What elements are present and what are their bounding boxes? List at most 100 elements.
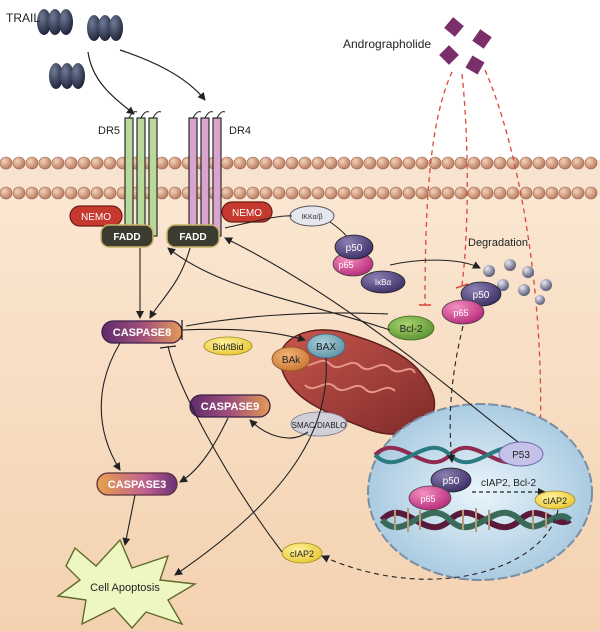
membrane-inner-head	[363, 186, 377, 200]
membrane-inner-head	[77, 186, 91, 200]
membrane-outer-head	[441, 156, 455, 170]
membrane-inner-head	[0, 186, 13, 200]
membrane-outer-head	[558, 156, 572, 170]
membrane-inner-head	[298, 186, 312, 200]
p50-label-1: p50	[346, 243, 363, 254]
membrane-outer-head	[233, 156, 247, 170]
bak-label: BAk	[282, 355, 301, 366]
membrane-inner-head	[246, 186, 260, 200]
membrane-inner-head	[155, 186, 169, 200]
andrographolide-label: Andrographolide	[343, 37, 431, 51]
p53-protein	[498, 441, 544, 467]
membrane-outer-head	[376, 156, 390, 170]
bax-label: BAX	[316, 342, 336, 353]
membrane-outer-head	[389, 156, 403, 170]
target-genes-label: cIAP2, Bcl-2	[481, 478, 536, 489]
membrane-outer-head	[350, 156, 364, 170]
membrane-inner-head	[233, 186, 247, 200]
membrane-inner-head	[532, 186, 546, 200]
ciap2-nuclear-label: cIAP2	[543, 496, 567, 506]
trail-ligand-icon	[37, 9, 123, 89]
membrane-inner-head	[415, 186, 429, 200]
membrane-inner-head	[285, 186, 299, 200]
ciap2-cytoplasm-label: cIAP2	[290, 549, 314, 559]
membrane-inner-head	[350, 186, 364, 200]
membrane-inner-head	[584, 186, 598, 200]
membrane-inner-head	[454, 186, 468, 200]
membrane-inner-head	[376, 186, 390, 200]
membrane-inner-head	[493, 186, 507, 200]
andrographolide-effect-lines	[424, 69, 545, 441]
bid-label: Bid/tBid	[212, 342, 243, 352]
membrane-outer-head	[168, 156, 182, 170]
membrane-outer-head	[285, 156, 299, 170]
membrane-inner-head	[64, 186, 78, 200]
bcl2-protein	[387, 315, 435, 341]
membrane-inner-head	[402, 186, 416, 200]
membrane-inner-head	[311, 186, 325, 200]
caspase9	[189, 394, 271, 418]
smac-protein	[290, 411, 348, 437]
fadd-left	[100, 224, 154, 248]
caspase3-label: CASPASE3	[108, 479, 166, 491]
p65-label-3: p65	[420, 494, 435, 504]
membrane-outer-head	[77, 156, 91, 170]
dr5-receptor	[124, 111, 162, 237]
nemo-to-ikk-line	[224, 215, 293, 229]
p65-label-2: p65	[453, 308, 468, 318]
trail-label: TRAIL	[6, 11, 40, 25]
nfkb-inhibition-bar	[455, 283, 469, 289]
nuclear-nfkb-dimer	[408, 467, 472, 511]
membrane-outer-head	[428, 156, 442, 170]
membrane-inner-head	[389, 186, 403, 200]
membrane-outer-head	[64, 156, 78, 170]
membrane-outer-head	[584, 156, 598, 170]
bcl2-to-caspase8-inhibition	[185, 312, 389, 327]
p53-label: P53	[512, 450, 530, 461]
membrane-outer-head	[454, 156, 468, 170]
bcl2-label: Bcl-2	[400, 324, 423, 335]
nemo-right-label: NEMO	[232, 208, 262, 219]
membrane-inner-head	[259, 186, 273, 200]
membrane-outer-head	[532, 156, 546, 170]
membrane-inner-head	[545, 186, 559, 200]
fadd-right-label: FADD	[179, 232, 206, 243]
nemo-left-label: NEMO	[81, 212, 111, 223]
membrane-inner-head	[467, 186, 481, 200]
ikba-label: IκBα	[375, 278, 392, 287]
membrane-outer-head	[25, 156, 39, 170]
membrane-inner-head	[324, 186, 338, 200]
membrane-outer-head	[337, 156, 351, 170]
caspase8-inhibition-bar-bottom	[159, 345, 177, 349]
membrane-inner-head	[168, 186, 182, 200]
membrane-outer-head	[298, 156, 312, 170]
cell-apoptosis-burst	[56, 538, 198, 630]
caspase3	[96, 472, 178, 496]
membrane-outer-head	[51, 156, 65, 170]
membrane-inner-head	[506, 186, 520, 200]
membrane-outer-head	[220, 156, 234, 170]
membrane-inner-head	[12, 186, 26, 200]
membrane-outer-head	[272, 156, 286, 170]
membrane-inner-head	[428, 186, 442, 200]
smac-label: SMAC/DIABLO	[292, 421, 347, 430]
bak-protein	[271, 346, 311, 372]
fadd-left-label: FADD	[113, 232, 140, 243]
degradation-fragments-icon	[483, 259, 552, 305]
membrane-inner-head	[337, 186, 351, 200]
membrane-outer-head	[155, 156, 169, 170]
membrane-outer-head	[571, 156, 585, 170]
membrane-outer-head	[415, 156, 429, 170]
membrane-inner-head	[51, 186, 65, 200]
p50-label-2: p50	[473, 290, 490, 301]
trail-to-dr4-arrow	[119, 49, 206, 101]
membrane-outer-head	[38, 156, 52, 170]
membrane-outer-head	[480, 156, 494, 170]
nemo-right	[221, 201, 273, 223]
membrane-inner-head	[519, 186, 533, 200]
membrane-outer-head	[90, 156, 104, 170]
membrane-outer-head	[363, 156, 377, 170]
degradation-label: Degradation	[468, 237, 528, 249]
membrane-inner-head	[25, 186, 39, 200]
